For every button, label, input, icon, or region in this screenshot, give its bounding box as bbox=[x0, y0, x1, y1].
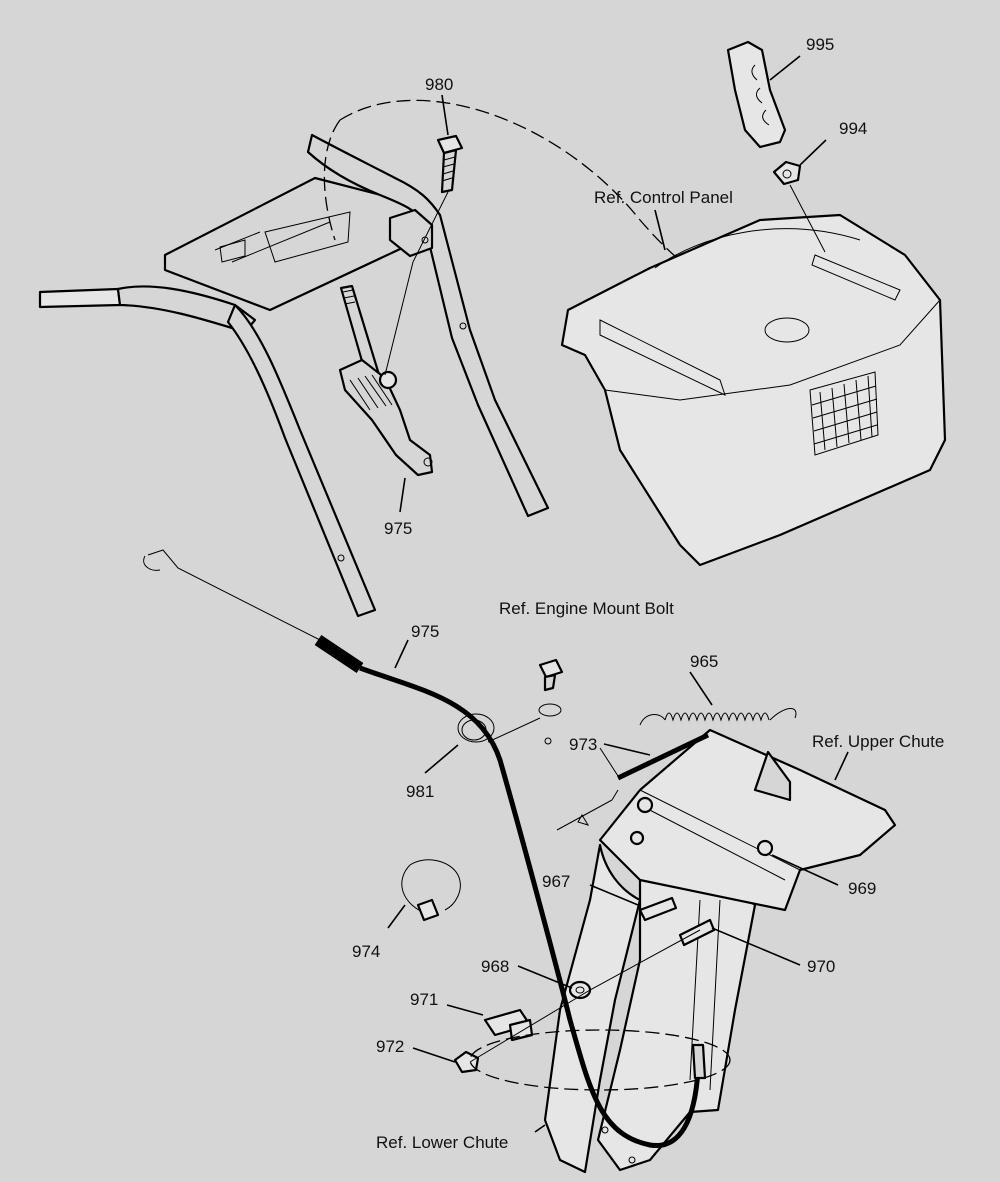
leader-lines bbox=[387, 55, 849, 1133]
label-970: 970 bbox=[807, 957, 835, 976]
label-965: 965 bbox=[690, 652, 718, 671]
label-973: 973 bbox=[569, 735, 597, 754]
label-upper-chute: Ref. Upper Chute bbox=[812, 732, 944, 751]
handle-assembly bbox=[38, 133, 550, 618]
label-971: 971 bbox=[410, 990, 438, 1009]
lower-chute bbox=[543, 843, 757, 1174]
label-967: 967 bbox=[542, 872, 570, 891]
label-995: 995 bbox=[806, 35, 834, 54]
label-engine-mount-bolt: Ref. Engine Mount Bolt bbox=[499, 599, 674, 618]
label-lower-chute: Ref. Lower Chute bbox=[376, 1133, 508, 1152]
label-972: 972 bbox=[376, 1037, 404, 1056]
label-974: 974 bbox=[352, 942, 380, 961]
label-975-cable: 975 bbox=[411, 622, 439, 641]
label-969: 969 bbox=[848, 879, 876, 898]
engine-mount-bolt bbox=[538, 658, 564, 745]
knob-995 bbox=[726, 40, 787, 149]
clip-974 bbox=[401, 859, 461, 922]
label-control-panel: Ref. Control Panel bbox=[594, 188, 733, 207]
bolt-980 bbox=[384, 134, 464, 376]
upper-chute bbox=[577, 708, 897, 947]
nut-994 bbox=[772, 160, 826, 253]
label-975-shift-lever: 975 bbox=[384, 519, 412, 538]
label-968: 968 bbox=[481, 957, 509, 976]
label-980: 980 bbox=[425, 75, 453, 94]
label-994: 994 bbox=[839, 119, 867, 138]
label-981: 981 bbox=[406, 782, 434, 801]
control-panel bbox=[560, 213, 947, 567]
callout-labels: 995 994 980 Ref. Control Panel 975 975 R… bbox=[352, 35, 944, 1152]
fasteners-lower bbox=[453, 929, 731, 1091]
